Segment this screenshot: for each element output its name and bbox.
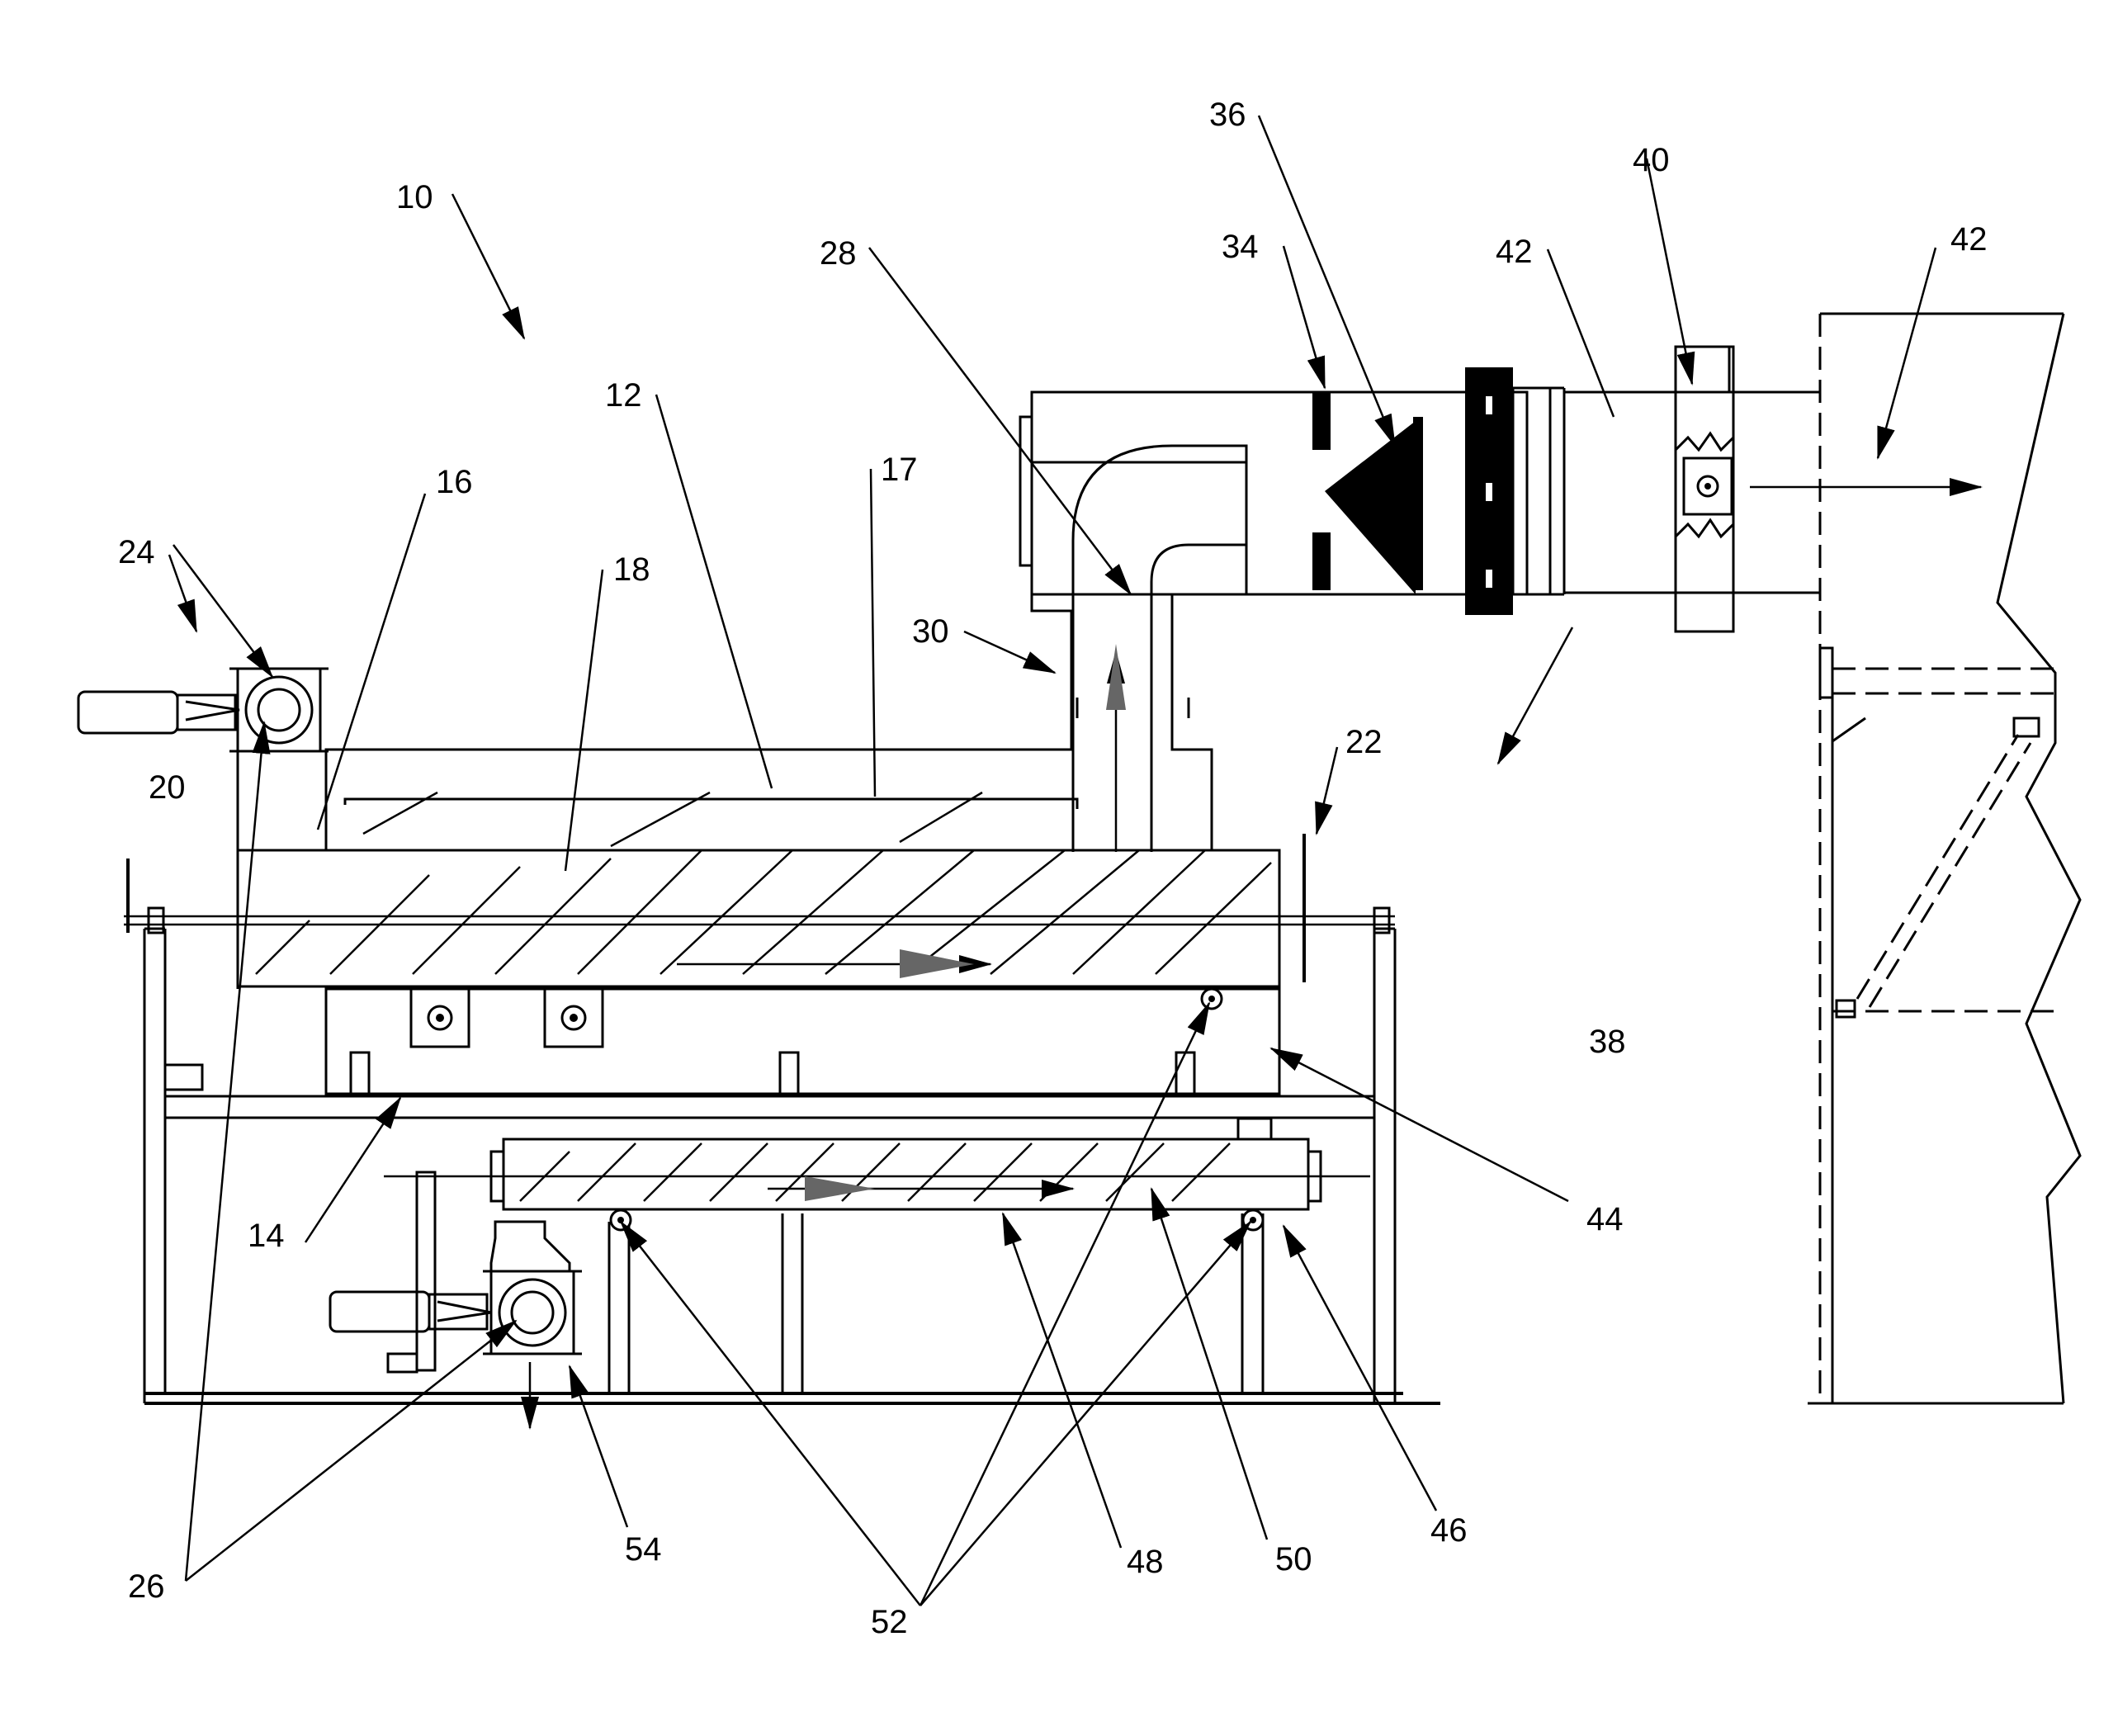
- label-17: 17: [881, 452, 918, 488]
- label-46: 46: [1430, 1512, 1468, 1549]
- label-36: 36: [1209, 97, 1246, 133]
- label-30: 30: [912, 613, 949, 650]
- wall-structure: [1808, 314, 2080, 1403]
- hopper-region-14: [326, 989, 1279, 1094]
- label-38: 38: [1589, 1024, 1626, 1060]
- lower-auger-flights: [520, 1143, 1230, 1201]
- label-20: 20: [149, 769, 186, 806]
- label-52: 52: [871, 1604, 908, 1640]
- lower-auger-46: [384, 1119, 1370, 1230]
- label-44: 44: [1586, 1201, 1624, 1237]
- cone-36: [1325, 417, 1423, 594]
- label-40: 40: [1633, 142, 1670, 178]
- housing-12: [326, 462, 1246, 850]
- reference-labels: 10 12 14 16 17 18 20 22 24 26 28 30 34 3…: [118, 97, 1988, 1640]
- label-50: 50: [1275, 1541, 1312, 1578]
- label-42-right: 42: [1950, 221, 1988, 258]
- label-16: 16: [436, 464, 473, 500]
- flange-38: [1465, 367, 1564, 615]
- label-26: 26: [128, 1568, 165, 1605]
- label-42-left: 42: [1496, 234, 1533, 270]
- rotary-valve-24: [78, 669, 329, 850]
- label-28: 28: [820, 235, 857, 272]
- auger-trough-18: [124, 792, 1395, 989]
- upper-auger-flights: [256, 792, 1271, 974]
- label-22: 22: [1345, 724, 1383, 760]
- label-18: 18: [613, 551, 650, 588]
- label-10: 10: [396, 179, 433, 215]
- label-54: 54: [625, 1531, 662, 1568]
- label-34: 34: [1222, 229, 1259, 265]
- label-12: 12: [605, 377, 642, 414]
- label-48: 48: [1127, 1544, 1164, 1580]
- label-14: 14: [248, 1218, 285, 1254]
- label-24: 24: [118, 534, 155, 570]
